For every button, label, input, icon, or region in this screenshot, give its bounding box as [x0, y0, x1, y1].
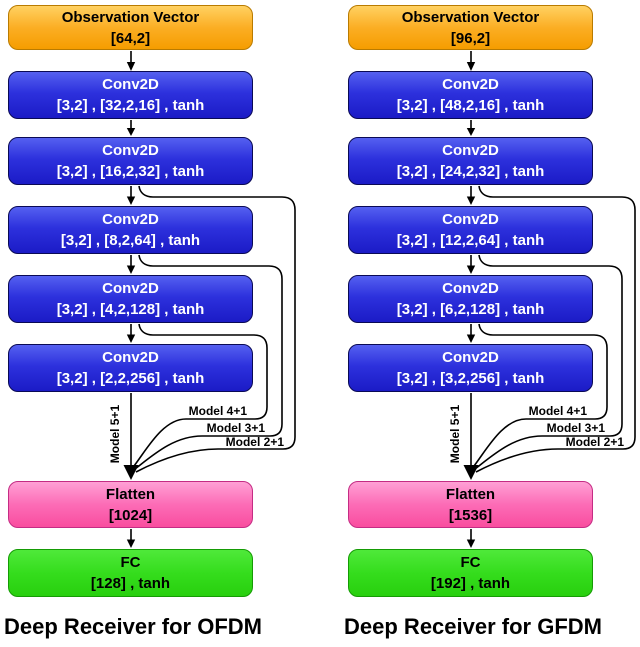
box-params: [1024] [108, 506, 153, 524]
box-title: Conv2D [102, 142, 159, 159]
box-title: Conv2D [442, 76, 499, 93]
gfdm-diagram-column: Observation Vector [96,2] Conv2D [3,2] ,… [340, 0, 640, 647]
box-title: Conv2D [102, 280, 159, 297]
conv2d-box-5: Conv2D [3,2] , [2,2,256] , tanh [8, 344, 253, 392]
observation-vector-box: Observation Vector [64,2] [8, 5, 253, 50]
fc-box: FC [128] , tanh [8, 549, 253, 597]
box-title: Conv2D [442, 211, 499, 228]
box-params: [3,2] , [2,2,256] , tanh [56, 370, 205, 387]
box-params: [3,2] , [24,2,32] , tanh [396, 163, 545, 180]
box-params: [1536] [448, 506, 493, 524]
flatten-box: Flatten [1024] [8, 481, 253, 528]
conv2d-box-1: Conv2D [3,2] , [48,2,16] , tanh [348, 71, 593, 119]
conv2d-box-5: Conv2D [3,2] , [3,2,256] , tanh [348, 344, 593, 392]
box-params: [3,2] , [3,2,256] , tanh [396, 370, 545, 387]
box-params: [3,2] , [8,2,64] , tanh [60, 232, 201, 249]
box-params: [3,2] , [32,2,16] , tanh [56, 97, 205, 114]
box-params: [96,2] [450, 29, 491, 47]
conv2d-box-4: Conv2D [3,2] , [6,2,128] , tanh [348, 275, 593, 323]
conv2d-box-4: Conv2D [3,2] , [4,2,128] , tanh [8, 275, 253, 323]
box-title: FC [120, 554, 141, 571]
box-params: [3,2] , [16,2,32] , tanh [56, 163, 205, 180]
skip-label-model5: Model 5+1 [448, 404, 462, 464]
diagram-caption: Deep Receiver for OFDM [4, 614, 262, 639]
box-params: [192] , tanh [430, 575, 511, 592]
conv2d-box-3: Conv2D [3,2] , [12,2,64] , tanh [348, 206, 593, 254]
conv2d-box-2: Conv2D [3,2] , [24,2,32] , tanh [348, 137, 593, 185]
skip-label-model2: Model 2+1 [565, 435, 624, 449]
box-params: [3,2] , [4,2,128] , tanh [56, 301, 205, 318]
box-params: [3,2] , [48,2,16] , tanh [396, 97, 545, 114]
skip-label-model4: Model 4+1 [188, 404, 247, 418]
observation-vector-box: Observation Vector [96,2] [348, 5, 593, 50]
box-params: [64,2] [110, 29, 151, 47]
box-params: [128] , tanh [90, 575, 171, 592]
box-title: Flatten [105, 485, 156, 503]
conv2d-box-1: Conv2D [3,2] , [32,2,16] , tanh [8, 71, 253, 119]
skip-label-model2: Model 2+1 [225, 435, 284, 449]
diagram-caption: Deep Receiver for GFDM [344, 614, 602, 639]
box-title: Conv2D [442, 349, 499, 366]
conv2d-box-3: Conv2D [3,2] , [8,2,64] , tanh [8, 206, 253, 254]
box-title: Observation Vector [401, 8, 540, 26]
box-title: Conv2D [442, 142, 499, 159]
skip-label-model3: Model 3+1 [546, 421, 605, 435]
box-params: [3,2] , [6,2,128] , tanh [396, 301, 545, 318]
skip-label-model5: Model 5+1 [108, 404, 122, 464]
box-title: Conv2D [102, 76, 159, 93]
box-params: [3,2] , [12,2,64] , tanh [396, 232, 545, 249]
conv2d-box-2: Conv2D [3,2] , [16,2,32] , tanh [8, 137, 253, 185]
flatten-box: Flatten [1536] [348, 481, 593, 528]
box-title: FC [460, 554, 481, 571]
skip-label-model4: Model 4+1 [528, 404, 587, 418]
box-title: Conv2D [102, 211, 159, 228]
box-title: Conv2D [442, 280, 499, 297]
ofdm-diagram-column: Observation Vector [64,2] Conv2D [3,2] ,… [4, 5, 284, 639]
fc-box: FC [192] , tanh [348, 549, 593, 597]
box-title: Flatten [445, 485, 496, 503]
skip-label-model3: Model 3+1 [206, 421, 265, 435]
box-title: Conv2D [102, 349, 159, 366]
box-title: Observation Vector [61, 8, 200, 26]
